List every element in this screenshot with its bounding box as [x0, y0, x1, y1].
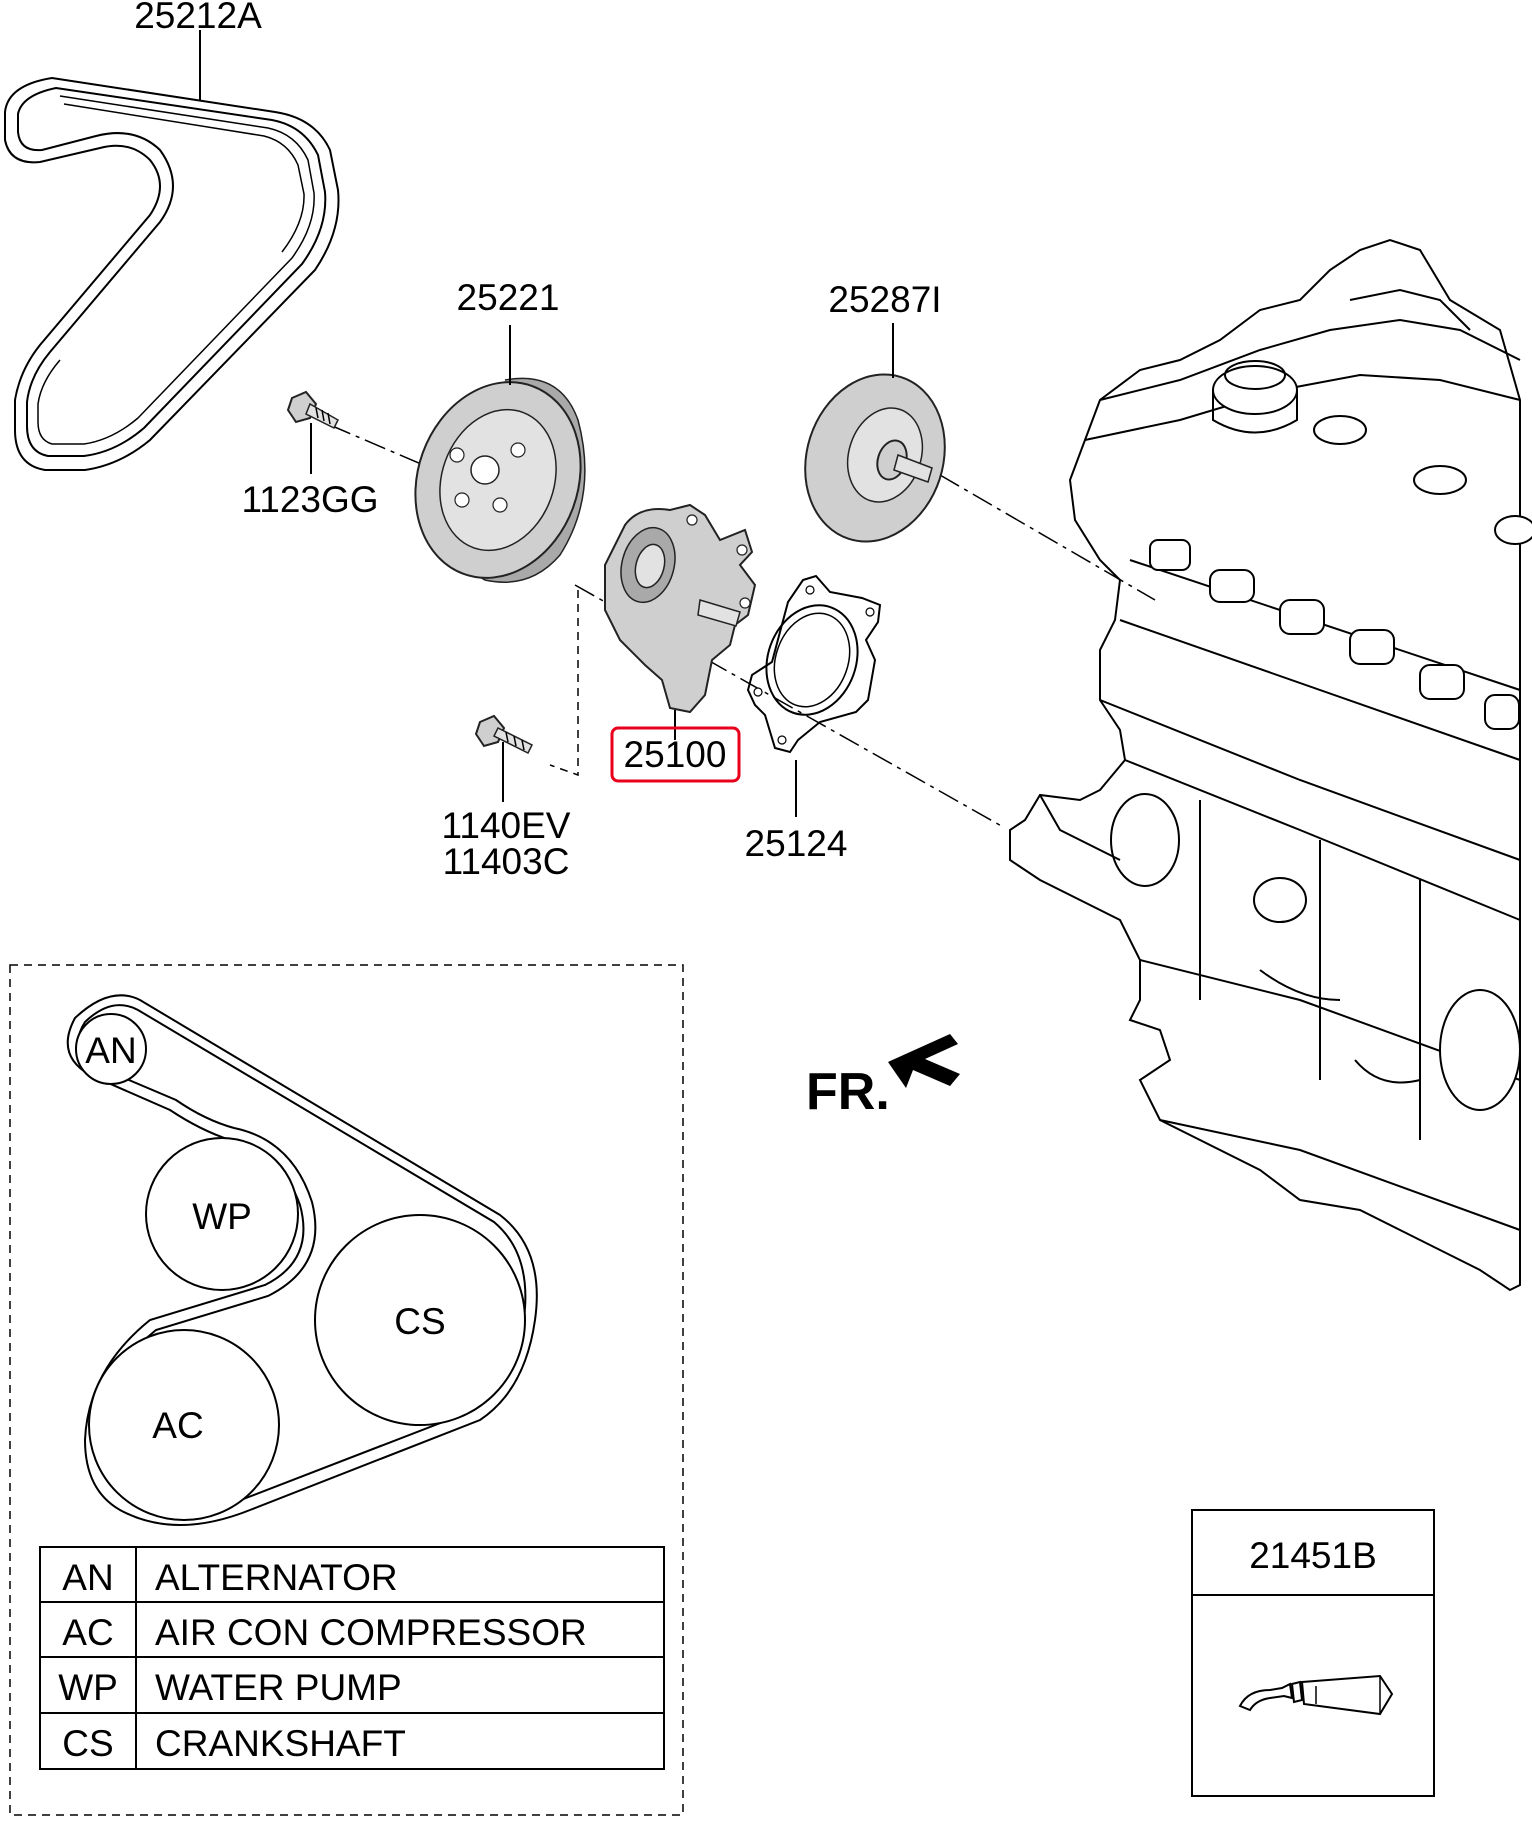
pulley-an: [75, 1013, 147, 1085]
pump-bolt-illustration: [474, 714, 534, 802]
drive-belt-illustration: [4, 30, 340, 471]
legend-table: AN ALTERNATOR AC AIR CON COMPRESSOR WP W…: [39, 1546, 665, 1770]
label-sealant[interactable]: 21451B: [1249, 1535, 1377, 1576]
sealant-tube-icon: [1238, 1674, 1394, 1716]
label-gasket[interactable]: 25124: [745, 823, 848, 864]
belt-layout-inset: AN WP CS AC AN ALTERNATOR AC AIR CON COM…: [9, 964, 684, 1816]
gasket-illustration: [746, 574, 882, 817]
pulley-ac: [88, 1329, 280, 1521]
front-arrow-icon: [888, 1034, 960, 1088]
pulley-an-label: AN: [85, 1030, 136, 1071]
legend-code: AC: [62, 1612, 113, 1653]
label-water-pump[interactable]: 25100: [624, 734, 727, 775]
front-label: FR.: [806, 1063, 890, 1121]
pulley-bolt-illustration: [286, 390, 339, 474]
label-pump-bolt-1[interactable]: 1140EV: [442, 805, 571, 846]
water-pump-pulley-illustration: [414, 325, 586, 583]
sealant-box: 21451B: [1191, 1509, 1435, 1797]
label-pulley-bolt[interactable]: 1123GG: [241, 479, 378, 520]
legend-code: CS: [62, 1723, 113, 1764]
front-indicator: FR.: [806, 1034, 960, 1121]
pulley-cs-label: CS: [394, 1301, 445, 1342]
pulley-cs: [314, 1214, 526, 1426]
pulley-ac-label: AC: [152, 1405, 203, 1446]
legend-name: ALTERNATOR: [155, 1557, 398, 1598]
legend-name: AIR CON COMPRESSOR: [155, 1612, 587, 1653]
engine-block-illustration: [1009, 238, 1532, 1292]
label-idler[interactable]: 25287I: [828, 279, 941, 320]
water-pump-illustration: [604, 503, 757, 740]
legend-name: WATER PUMP: [155, 1667, 402, 1708]
legend-name: CRANKSHAFT: [155, 1723, 406, 1764]
label-belt[interactable]: 25212A: [134, 0, 262, 36]
label-pump-bolt-2[interactable]: 11403C: [443, 841, 570, 882]
highlight-box: [610, 726, 741, 783]
legend-code: AN: [62, 1557, 113, 1598]
legend-code: WP: [58, 1667, 118, 1708]
label-wp-pulley[interactable]: 25221: [457, 277, 560, 318]
idler-pulley-illustration: [804, 323, 946, 543]
pulley-wp-label: WP: [192, 1196, 252, 1237]
pulley-wp: [145, 1137, 299, 1291]
